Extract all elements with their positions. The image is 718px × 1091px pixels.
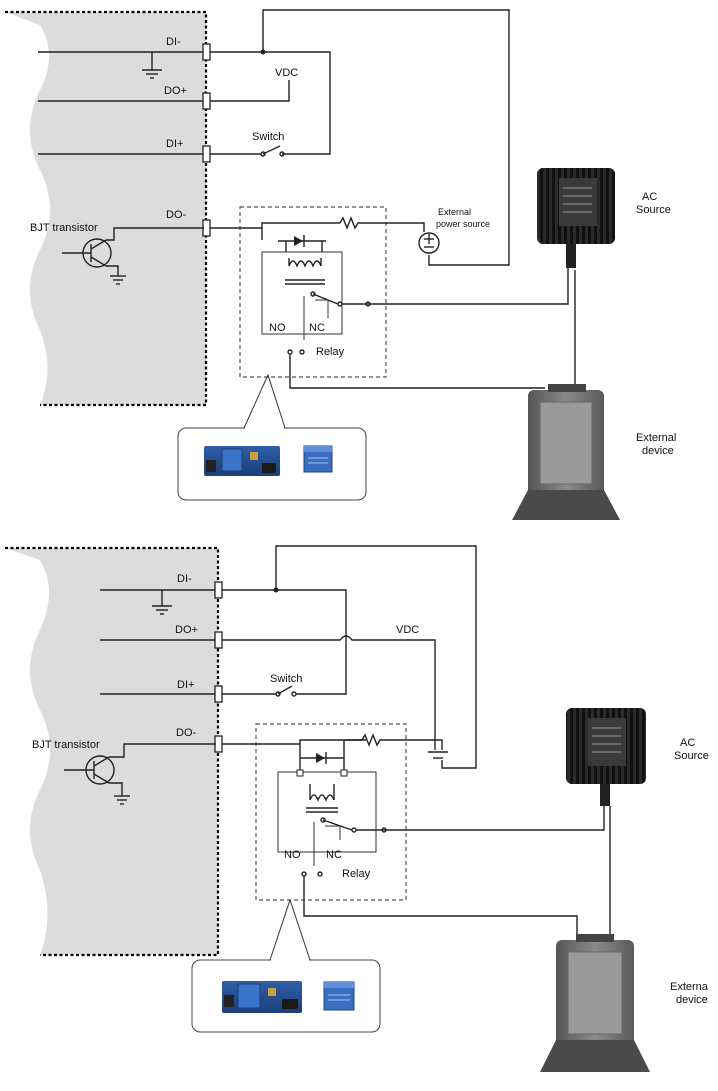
label-ext-device-2: device: [676, 994, 708, 1006]
label-ext-device-1: Externa: [670, 981, 709, 993]
label-ac-1: AC: [680, 737, 695, 749]
label-switch: Switch: [270, 673, 302, 685]
external-device-icon: [512, 384, 620, 520]
relay-terminal-nc: [299, 349, 305, 355]
callout-pointer: [243, 373, 286, 429]
diagram-1: DI- DO+ DI+ DO- BJT transistor VDC: [5, 9, 676, 520]
external-power-source-icon: [418, 232, 440, 254]
relay-component-photo: [303, 445, 333, 473]
relay-component-photo: [323, 981, 355, 1011]
wire-vdc: [210, 80, 290, 102]
wire-relay-to-device: [289, 354, 545, 389]
device-board: [5, 12, 206, 405]
label-do-plus: DO+: [175, 624, 198, 636]
wire-vdc-top: [263, 51, 331, 155]
wire-vdc: [222, 635, 436, 750]
label-nc: NC: [309, 322, 325, 334]
relay-contact-icon: [303, 291, 343, 340]
label-di-plus: DI+: [177, 679, 194, 691]
label-do-plus: DO+: [164, 85, 187, 97]
label-ext-device-2: device: [642, 445, 674, 457]
relay-coil-frame: [277, 771, 377, 853]
relay-terminal-no: [301, 871, 307, 877]
relay-box: [239, 206, 387, 378]
terminal-di-minus: [214, 581, 223, 599]
board-edge: [5, 10, 208, 407]
wire-do-minus: [222, 743, 301, 770]
terminal-do-minus: [202, 219, 211, 237]
relay-coil-icon: [306, 784, 338, 813]
label-di-minus: DI-: [177, 573, 192, 585]
label-switch: Switch: [252, 131, 284, 143]
resistor-icon: [344, 733, 443, 750]
switch-icon: [275, 685, 297, 697]
label-relay: Relay: [316, 346, 345, 358]
terminal-di-plus: [202, 145, 211, 163]
terminal-do-plus: [202, 92, 211, 110]
bjt-transistor-icon: [62, 227, 204, 285]
wire-relay-common: [356, 802, 605, 831]
diode-icon: [300, 740, 345, 772]
label-bjt: BJT transistor: [32, 739, 100, 751]
resistor-icon: [339, 216, 425, 232]
label-vdc: VDC: [396, 624, 419, 636]
wire-relay-to-device: [303, 876, 578, 940]
ground-icon: [142, 52, 162, 79]
wire-relay-coil-top: [261, 222, 340, 240]
label-ext-device-1: External: [636, 432, 676, 444]
ac-adapter-icon: [566, 708, 646, 806]
label-do-minus: DO-: [176, 727, 197, 739]
label-ac-2: Source: [674, 750, 709, 762]
terminal-di-minus: [202, 43, 211, 61]
label-ext-power-2: power source: [436, 219, 490, 229]
label-nc: NC: [326, 849, 342, 861]
diagram-2: DI- DO+ DI+ DO- BJT transistor VDC: [5, 545, 709, 1072]
device-board: [5, 548, 218, 955]
relay-coil-icon: [285, 258, 325, 285]
label-ac-1: AC: [642, 191, 657, 203]
relay-pin-left: [296, 769, 304, 777]
wire-switch-loop: [276, 589, 347, 695]
label-ac-2: Source: [636, 204, 671, 216]
external-device-icon: [540, 934, 650, 1072]
relay-coil-frame: [261, 251, 343, 335]
ground-icon: [152, 590, 172, 615]
battery-icon: [428, 751, 448, 759]
relay-contact-icon: [313, 817, 357, 866]
label-bjt: BJT transistor: [30, 222, 98, 234]
callout-pointer: [269, 898, 311, 961]
relay-pin-right: [340, 769, 348, 777]
label-no: NO: [284, 849, 301, 861]
terminal-do-plus: [214, 631, 223, 649]
bjt-transistor-icon: [64, 743, 216, 805]
label-do-minus: DO-: [166, 209, 187, 221]
ac-adapter-icon: [537, 168, 615, 268]
terminal-di-plus: [214, 685, 223, 703]
relay-module-photo: [204, 446, 280, 476]
label-vdc: VDC: [275, 67, 298, 79]
relay-module-photo: [222, 981, 302, 1013]
relay-terminal-nc: [317, 871, 323, 877]
label-di-plus: DI+: [166, 138, 183, 150]
relay-box: [255, 723, 407, 901]
relay-out-terminal: [365, 301, 371, 307]
wire-di-minus-loop: [222, 545, 477, 769]
switch-icon: [260, 145, 285, 157]
wire-relay-common: [342, 266, 569, 305]
relay-terminal-no: [287, 349, 293, 355]
label-relay: Relay: [342, 868, 371, 880]
relay-out-terminal: [381, 827, 387, 833]
label-no: NO: [269, 322, 286, 334]
terminal-do-minus: [214, 735, 223, 753]
label-ext-power-1: External: [438, 207, 471, 217]
board-edge: [5, 546, 220, 957]
label-di-minus: DI-: [166, 36, 181, 48]
diode-icon: [278, 235, 326, 247]
